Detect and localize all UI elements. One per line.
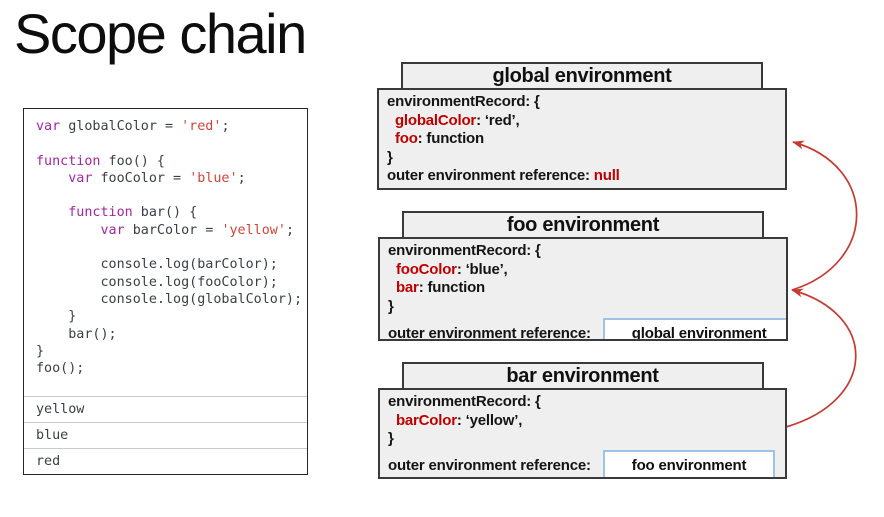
record-line: environmentRecord: { — [387, 93, 540, 110]
environment-title-global: global environment — [401, 62, 763, 90]
arrow-bar-to-foo — [785, 288, 857, 428]
code-line: console.log(fooColor); — [36, 274, 278, 290]
scope-chain-arrows — [785, 140, 858, 428]
code-panel: var globalColor = 'red'; function foo() … — [23, 108, 308, 475]
console-output-row: blue — [24, 422, 307, 448]
environment-record-bar: environmentRecord: { barColor: ‘yellow’,… — [378, 388, 787, 479]
record-line: barColor: ‘yellow’, — [395, 411, 523, 429]
record-line: foo: function — [394, 130, 484, 147]
record-line: fooColor: ‘blue’, — [395, 260, 508, 278]
record-line: globalColor: ‘red’, — [394, 111, 520, 129]
code-line: var barColor = 'yellow'; — [100, 222, 295, 238]
code-line: } — [36, 343, 45, 359]
slide-title: Scope chain — [14, 2, 307, 65]
environment-title-bar: bar environment — [401, 362, 764, 390]
outer-reference-label: outer environment reference: — [388, 457, 591, 474]
environment-global: global environment environmentRecord: { … — [377, 62, 787, 190]
record-line: bar: function — [395, 279, 486, 296]
outer-reference-row: outer environment reference: global envi… — [388, 317, 786, 341]
code-line — [36, 239, 307, 256]
code-line: } — [36, 309, 77, 325]
outer-reference-label: outer environment reference: — [388, 324, 591, 341]
environment-title-foo: foo environment — [402, 211, 764, 239]
code-line — [36, 187, 307, 204]
record-line: } — [387, 148, 393, 166]
record-line: environmentRecord: { — [388, 242, 541, 259]
arrow-foo-to-global — [791, 140, 858, 291]
code-lines: var globalColor = 'red'; function foo() … — [24, 109, 307, 396]
code-line: var globalColor = 'red'; — [36, 119, 230, 134]
code-line: function foo() { — [36, 153, 165, 169]
record-line: } — [388, 297, 394, 315]
outer-reference-box: global environment — [602, 317, 786, 339]
code-line: bar(); — [36, 326, 117, 342]
record-line: outer environment reference: null — [387, 167, 620, 184]
environment-record-foo: environmentRecord: { fooColor: ‘blue’, b… — [378, 237, 788, 341]
environment-record-global: environmentRecord: { globalColor: ‘red’,… — [377, 88, 787, 190]
outer-reference-row: outer environment reference: foo environ… — [388, 450, 777, 477]
console-output-row: yellow — [24, 396, 307, 422]
code-line: console.log(barColor); — [36, 257, 278, 273]
console-output-row: red — [24, 448, 307, 474]
code-line: var fooColor = 'blue'; — [68, 170, 246, 186]
code-line: console.log(globalColor); — [36, 291, 303, 307]
outer-reference-box: foo environment — [602, 450, 776, 477]
record-line: } — [388, 430, 394, 447]
environment-bar: bar environment environmentRecord: { bar… — [378, 362, 787, 479]
code-line: function bar() { — [68, 205, 198, 221]
code-line: foo(); — [36, 361, 85, 377]
environment-foo: foo environment environmentRecord: { foo… — [378, 211, 788, 341]
code-line — [36, 135, 307, 152]
record-line: environmentRecord: { — [388, 393, 541, 410]
